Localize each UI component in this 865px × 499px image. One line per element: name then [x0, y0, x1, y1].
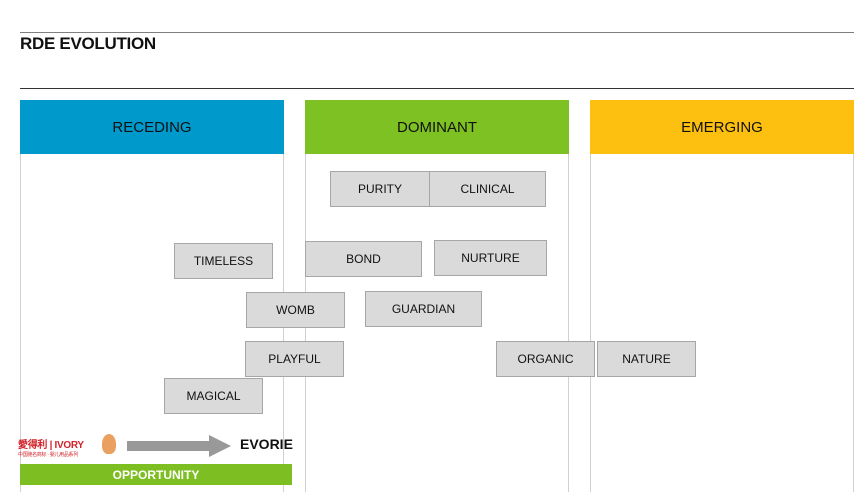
column-header-emerging: EMERGING	[590, 100, 854, 154]
box-organic: ORGANIC	[496, 341, 595, 377]
box-bond: BOND	[305, 241, 422, 277]
box-magical: MAGICAL	[164, 378, 263, 414]
box-clinical: CLINICAL	[429, 171, 546, 207]
arrow-icon	[127, 435, 231, 457]
box-timeless: TIMELESS	[174, 243, 273, 279]
divider	[20, 32, 854, 33]
column-border	[568, 100, 569, 492]
page-title: RDE EVOLUTION	[20, 34, 156, 53]
box-womb: WOMB	[246, 292, 345, 328]
mother-baby-icon	[102, 434, 116, 454]
box-purity: PURITY	[330, 171, 430, 207]
column-border	[853, 100, 854, 492]
target-brand: EVORIE	[240, 436, 293, 452]
column-border	[590, 100, 591, 492]
box-playful: PLAYFUL	[245, 341, 344, 377]
opportunity-bar: OPPORTUNITY	[20, 464, 292, 485]
box-guardian: GUARDIAN	[365, 291, 482, 327]
column-border	[20, 100, 21, 492]
divider	[20, 88, 854, 89]
box-nurture: NURTURE	[434, 240, 547, 276]
column-header-receding: RECEDING	[20, 100, 284, 154]
box-nature: NATURE	[597, 341, 696, 377]
column-header-dominant: DOMINANT	[305, 100, 569, 154]
